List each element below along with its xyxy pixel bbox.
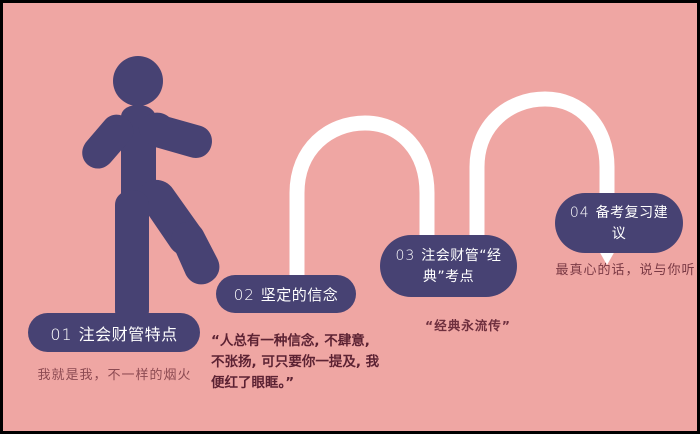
step-number-04: 04 xyxy=(569,204,590,221)
step-title-02: 坚定的信念 xyxy=(260,285,339,304)
step-number-03: 03 xyxy=(395,247,416,264)
step-title-01: 注会财管特点 xyxy=(78,324,178,344)
step-pill-04[interactable]: 04 备考复习建议 xyxy=(555,193,683,253)
step-caption-04: 最真心的话，说与你听 xyxy=(555,263,696,278)
step-caption-02: “人总有一种信念, 不肆意, 不张扬, 可只要你一提及, 我 便红了眼眶。” xyxy=(211,333,380,391)
step-title-03: 注会财管“经典”考点 xyxy=(421,247,502,285)
step-pill-02[interactable]: 02 坚定的信念 xyxy=(216,275,356,313)
step-pill-04-content: 04 备考复习建议 xyxy=(555,202,683,245)
walking-person-icon xyxy=(82,56,220,327)
step-number-02: 02 xyxy=(233,285,255,304)
step-title-04: 备考复习建议 xyxy=(595,204,669,242)
step-pill-03-content: 03 注会财管“经典”考点 xyxy=(380,245,517,288)
step-number-01: 01 xyxy=(50,324,73,344)
step-caption-01: 我就是我，不一样的烟火 xyxy=(37,368,192,383)
step-caption-03: “经典永流传” xyxy=(425,318,511,333)
step-pill-02-content: 02 坚定的信念 xyxy=(224,284,349,305)
step-pill-03[interactable]: 03 注会财管“经典”考点 xyxy=(380,235,517,297)
